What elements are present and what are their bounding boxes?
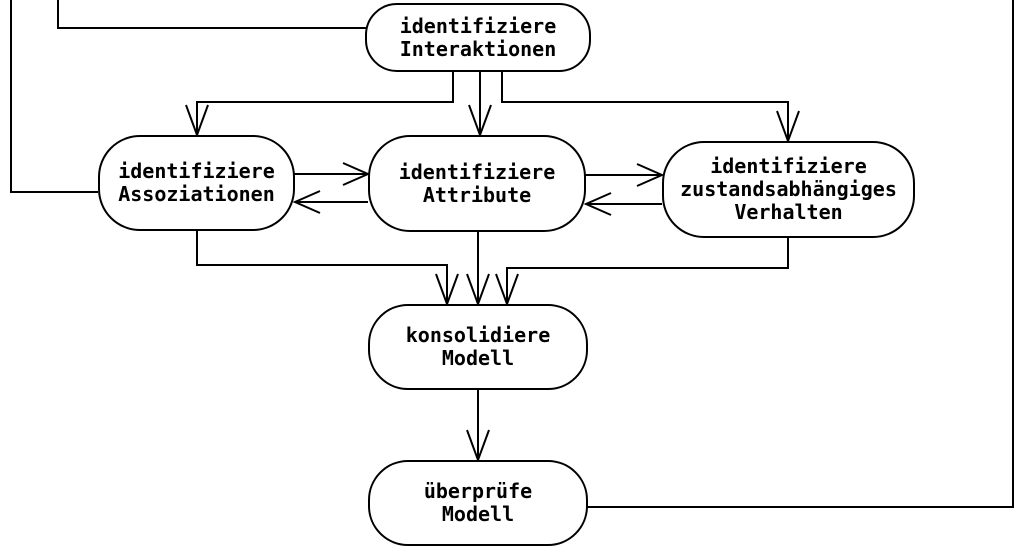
edge-offscreen-to-assoziationen <box>10 0 98 193</box>
edge-attribute-to-verhalten <box>584 163 665 187</box>
node-label-line: zustandsabhängiges <box>680 177 897 201</box>
node-label-line: identifiziere <box>710 154 867 178</box>
node-identifiziere-interaktionen: identifiziere Interaktionen <box>365 3 591 72</box>
node-label-line: Interaktionen <box>399 36 557 61</box>
edge-attribute-to-konsolidiere <box>466 231 490 307</box>
node-identifiziere-attribute: identifiziere Attribute <box>368 135 586 232</box>
node-label-line: Attribute <box>422 182 532 207</box>
edge-assoziationen-to-konsolidiere <box>196 230 459 307</box>
edge-interaktionen-to-verhalten <box>501 71 800 144</box>
node-label-line: überprüfe <box>423 479 533 503</box>
edge-offscreen-to-interaktionen <box>57 0 366 29</box>
edge-konsolidiere-to-ueberpruefe <box>466 389 490 463</box>
edge-interaktionen-to-attribute <box>468 71 492 138</box>
node-label-line: identifiziere <box>398 159 556 184</box>
edge-attribute-to-assoziationen <box>292 190 368 214</box>
node-konsolidiere-modell: konsolidiere Modell <box>368 304 588 390</box>
node-label-line: konsolidiere <box>405 323 551 347</box>
node-label-line: Modell <box>441 502 515 526</box>
node-ueberpruefe-modell: überprüfe Modell <box>368 460 588 546</box>
edge-verhalten-to-konsolidiere <box>495 237 789 307</box>
edge-verhalten-to-attribute <box>583 192 662 216</box>
node-identifiziere-zustandsabhaengiges-verhalten: identifiziere zustandsabhängiges Verhalt… <box>662 141 915 238</box>
node-label-line: identifiziere <box>118 159 275 183</box>
edge-ueberpruefe-feedback <box>587 0 1014 508</box>
edge-interaktionen-to-assoziationen <box>185 71 454 138</box>
node-label-line: identifiziere <box>399 13 557 38</box>
node-label-line: Verhalten <box>734 200 843 224</box>
node-label-line: Modell <box>441 346 515 370</box>
node-identifiziere-assoziationen: identifiziere Assoziationen <box>98 135 295 231</box>
node-label-line: Assoziationen <box>118 182 275 206</box>
edge-assoziationen-to-attribute <box>293 162 371 186</box>
